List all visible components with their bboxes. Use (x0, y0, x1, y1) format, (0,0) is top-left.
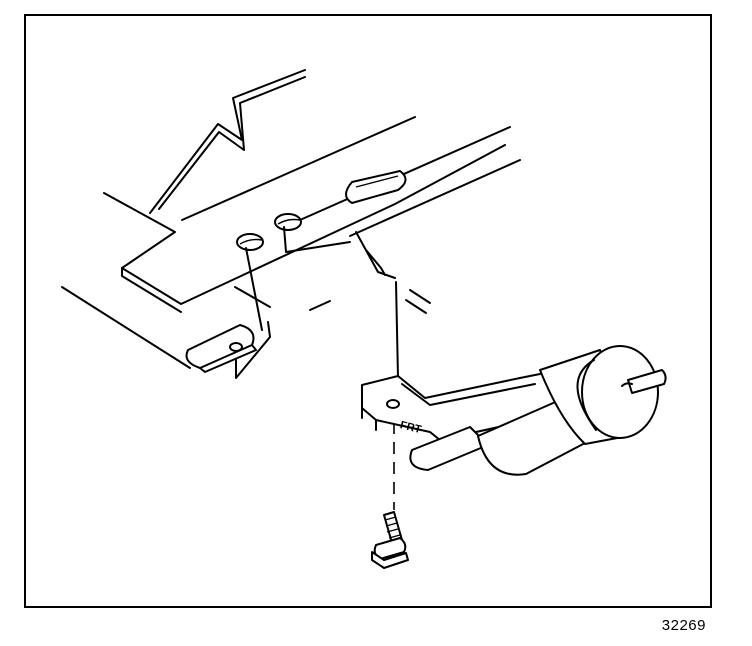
alignment-line-4 (395, 281, 399, 379)
alignment-line-3 (309, 300, 331, 311)
cylindrical-component (409, 345, 667, 476)
underbody-frame (61, 69, 521, 369)
bracket-marking: FRT (399, 419, 423, 436)
figure-reference-number: 32269 (661, 617, 706, 634)
alignment-line-2 (245, 247, 263, 331)
left-bracket-tab (185, 321, 271, 379)
bolt-fastener (371, 511, 409, 569)
figure-frame (24, 14, 712, 608)
alignment-line-1 (283, 226, 351, 253)
